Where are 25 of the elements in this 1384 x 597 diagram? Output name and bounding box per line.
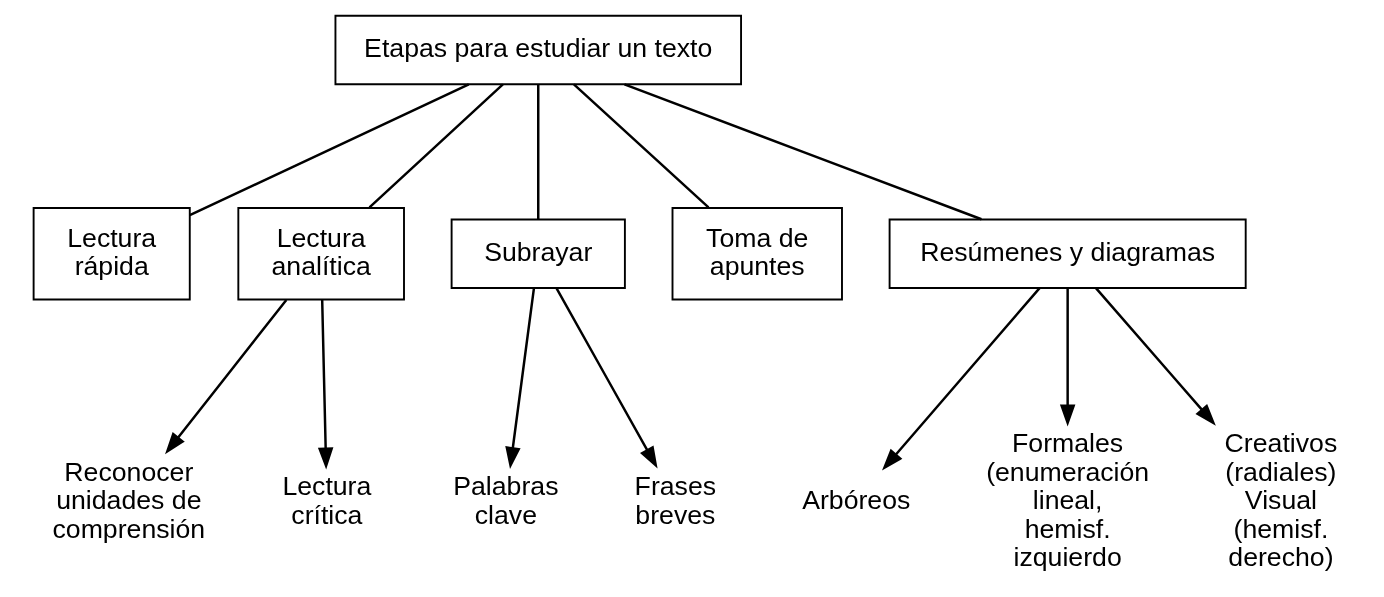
connector [188, 83, 469, 217]
arrow [1059, 288, 1075, 427]
arrow [504, 287, 535, 470]
node-text: Arbóreos [801, 485, 910, 516]
arrow [881, 287, 1040, 471]
node-text: Formales (enumeración lineal, hemisf. izquierdo [985, 428, 1149, 573]
node-text: Reconocer unidades de comprensión [52, 456, 205, 544]
node-text: Creativos (radiales) Visual (hemisf. derecho) [1224, 428, 1337, 573]
node-box: Etapas para estudiar un texto [334, 14, 742, 86]
node-text: Lectura crítica [281, 471, 371, 530]
node-box: Toma de apuntes [671, 207, 843, 301]
arrow [554, 287, 658, 469]
arrow [317, 299, 333, 470]
arrow [1094, 287, 1216, 426]
node-box: Subrayar [450, 218, 626, 289]
node-box: Lectura analítica [236, 207, 405, 301]
connector [623, 83, 982, 221]
node-text: Palabras clave [452, 471, 558, 530]
connector [368, 83, 504, 209]
connector [572, 83, 709, 209]
connector [536, 84, 539, 220]
node-box: Lectura rápida [32, 207, 191, 301]
arrow [164, 299, 287, 455]
node-box: Resúmenes y diagramas [888, 218, 1247, 289]
node-text: Frases breves [634, 471, 716, 530]
